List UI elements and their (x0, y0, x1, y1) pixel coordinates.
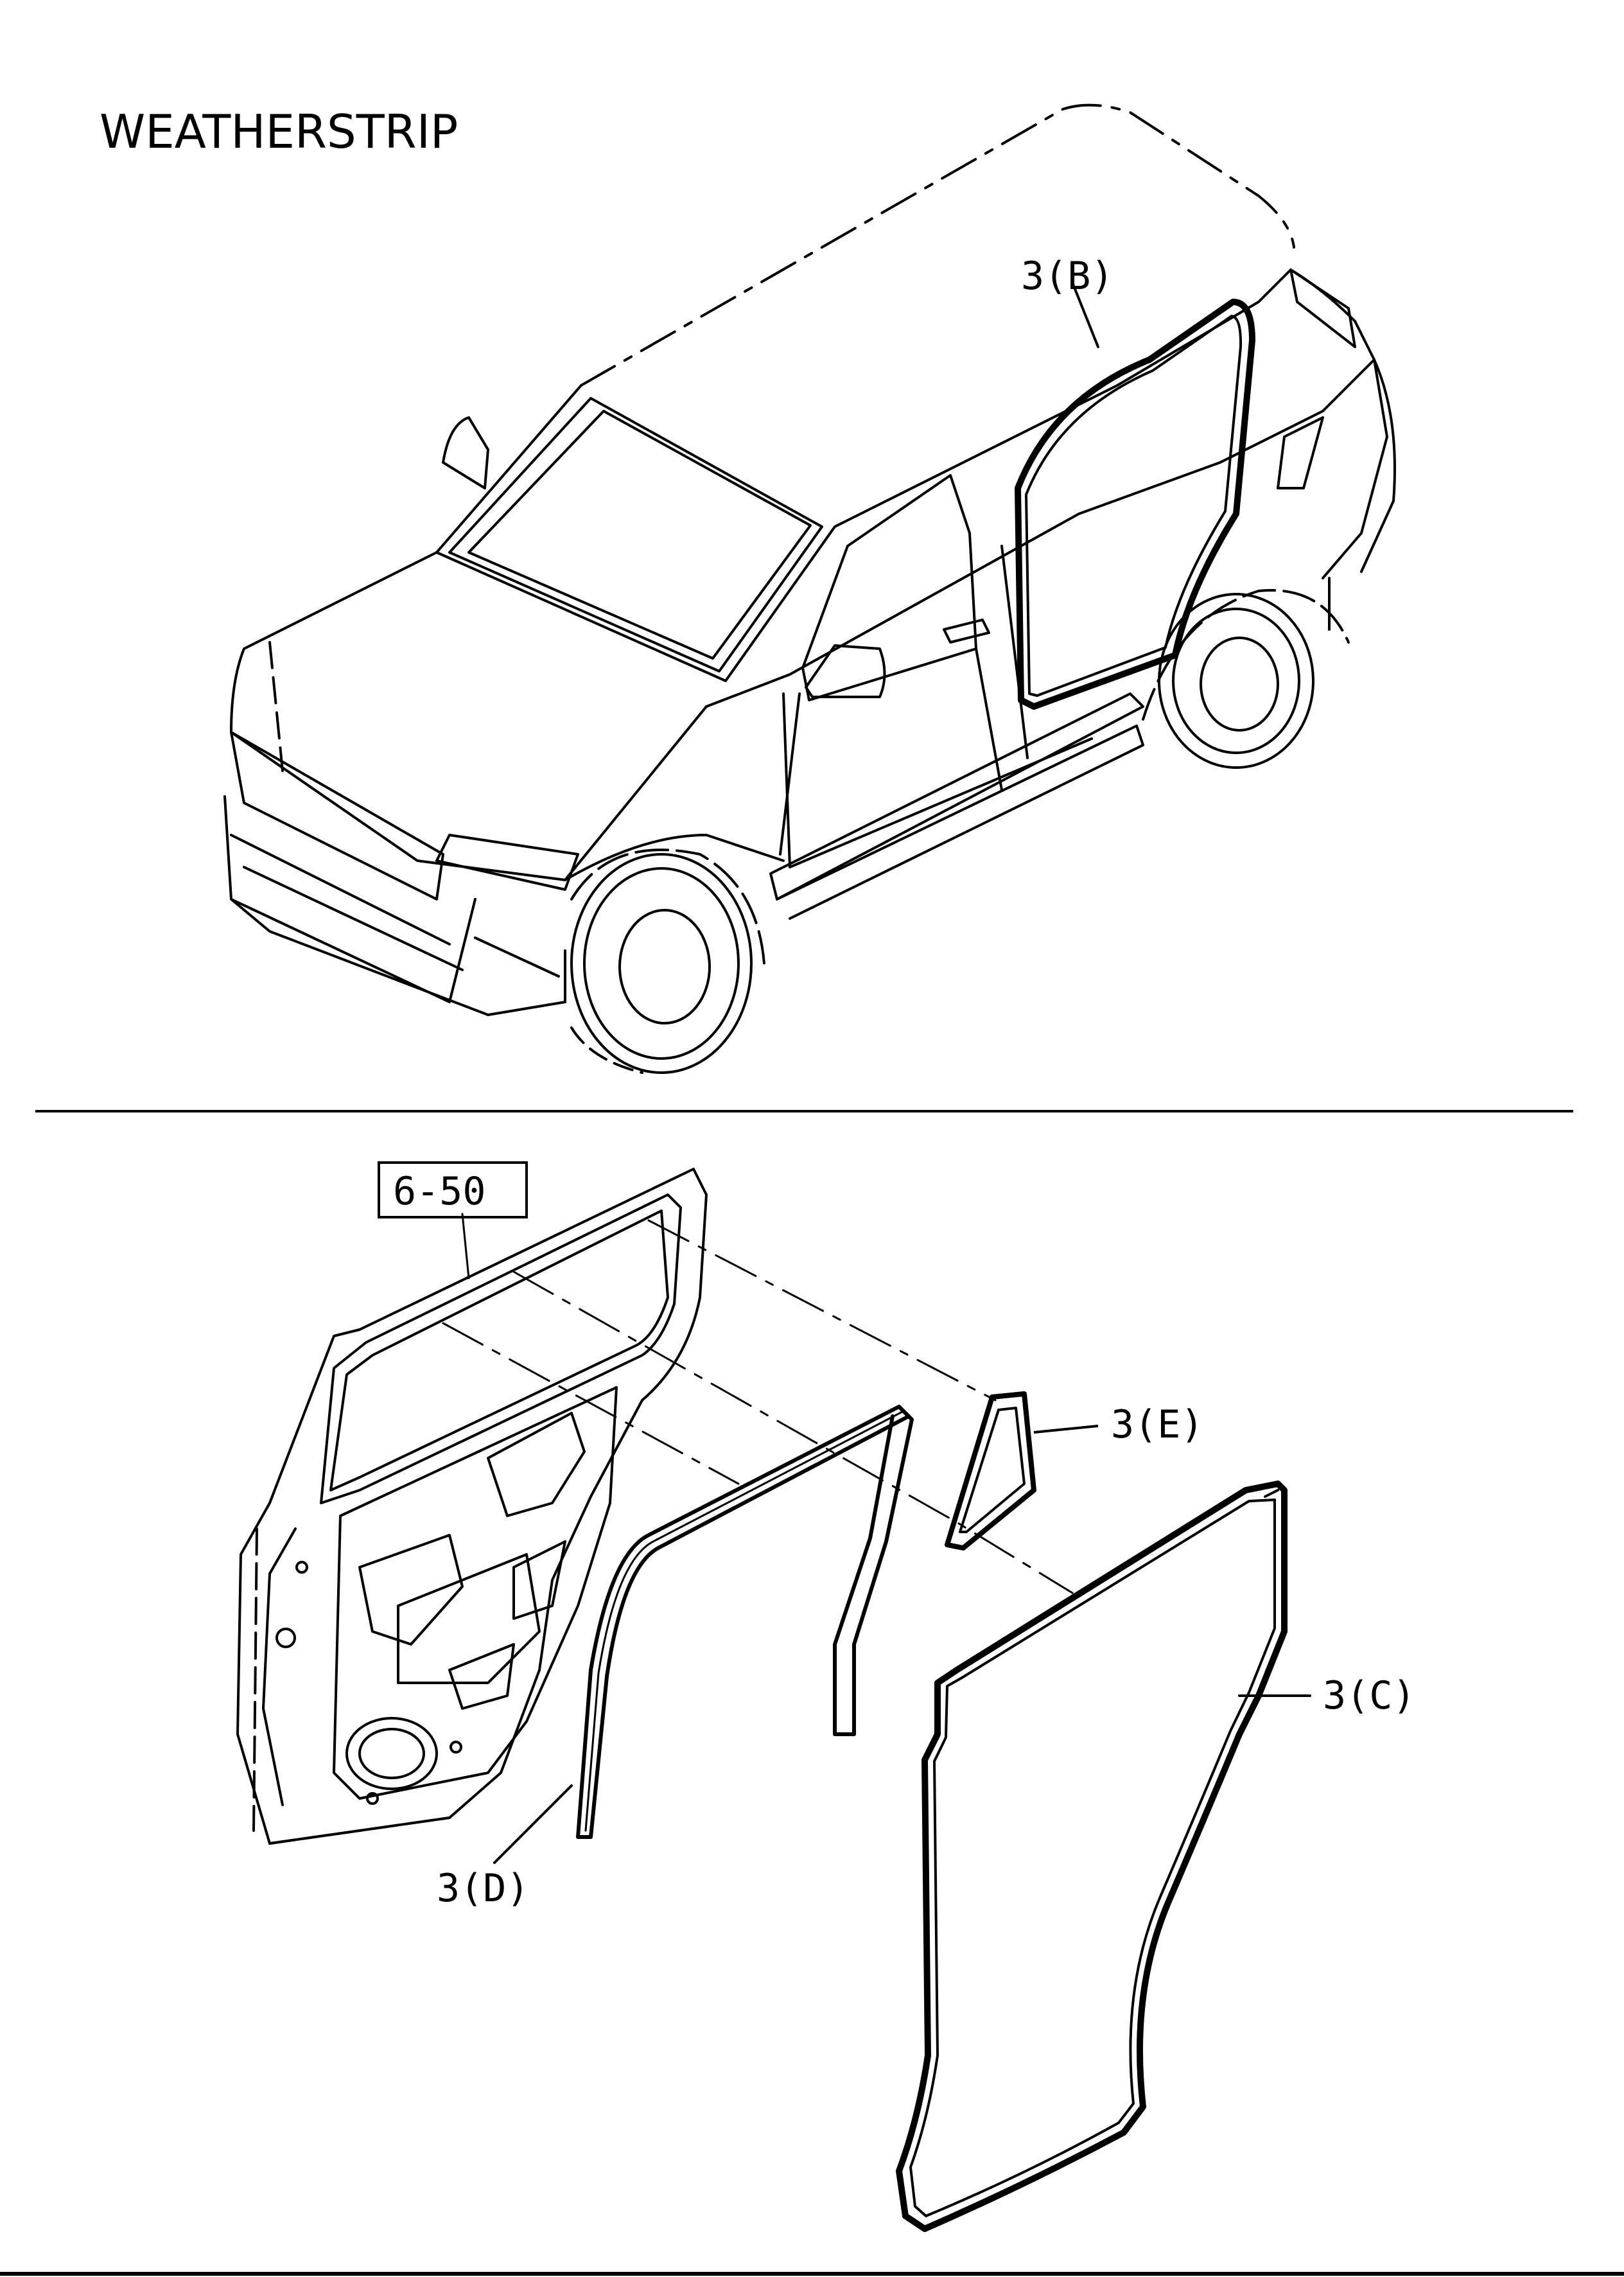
weatherstrip-e (945, 1391, 1099, 1551)
callout-3b: 3(B) (1021, 254, 1114, 299)
door-panel-illustration (236, 1168, 708, 1845)
weatherstrip-c (896, 1481, 1311, 2232)
callout-3c: 3(C) (1323, 1673, 1416, 1718)
weatherstrip-d (493, 1405, 914, 1864)
reference-box (378, 1161, 528, 1218)
callout-3e: 3(E) (1111, 1402, 1204, 1447)
reference-number: 6-50 (393, 1169, 486, 1214)
diagram-title: WEATHERSTRIP (100, 105, 458, 159)
callout-3d: 3(D) (437, 1866, 530, 1911)
vehicle-illustration (223, 103, 1396, 1074)
assembly-lines (442, 1213, 1074, 1594)
